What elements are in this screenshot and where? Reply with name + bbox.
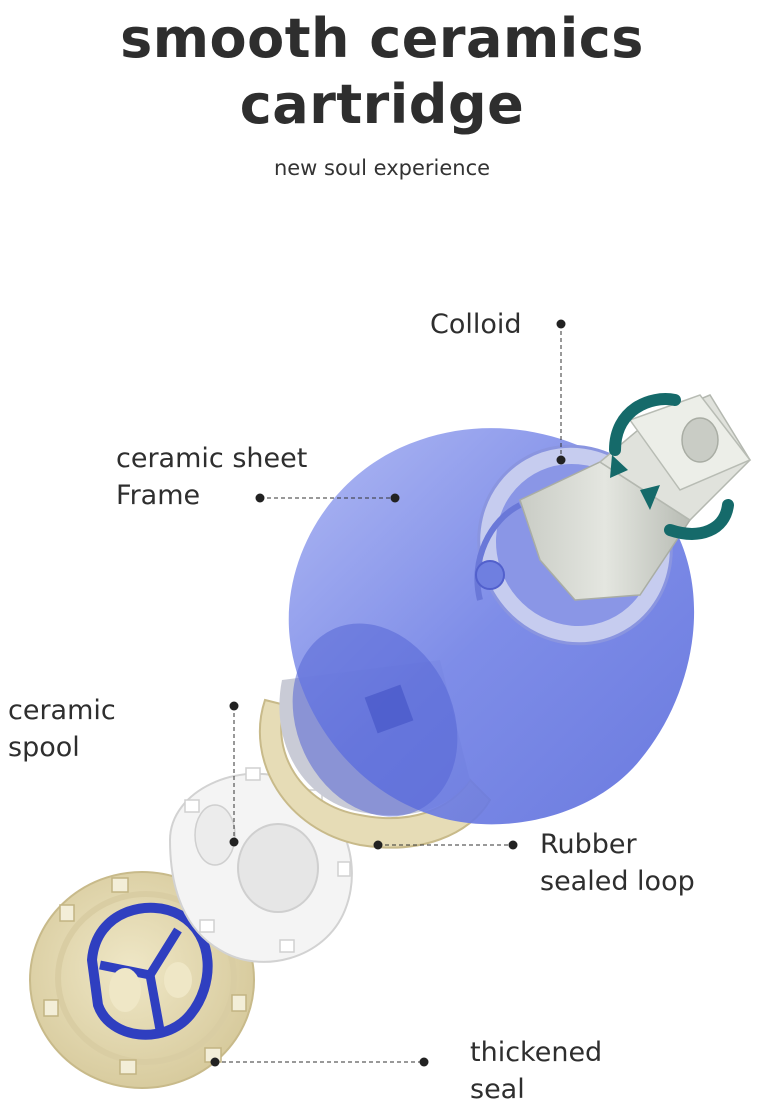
label-thickened-line-1: thickened (470, 1037, 603, 1068)
callout-dots (210, 319, 566, 1067)
label-ceramic-spool: ceramic spool (8, 692, 116, 766)
page-title: smooth ceramics cartridge (0, 6, 764, 138)
label-ceramic-sheet-frame: ceramic sheet Frame (116, 440, 307, 514)
label-ceramic-spool-line-2: spool (8, 732, 80, 763)
rotation-arrow-icon (609, 393, 734, 540)
label-rubber-sealed-loop: Rubber sealed loop (540, 826, 695, 900)
label-ceramic-sheet-line-2: Frame (116, 480, 201, 511)
title-line-1: smooth ceramics (120, 7, 644, 70)
label-rubber-line-1: Rubber (540, 829, 637, 860)
callout-lines (215, 324, 562, 1063)
label-ceramic-sheet-line-1: ceramic sheet (116, 443, 308, 474)
label-colloid: Colloid (430, 306, 522, 343)
title-line-2: cartridge (239, 73, 525, 136)
label-colloid-text: Colloid (430, 309, 522, 340)
label-thickened-line-2: seal (470, 1074, 525, 1105)
subtitle: new soul experience (273, 156, 491, 180)
label-thickened-seal: thickened seal (470, 1034, 602, 1108)
label-rubber-line-2: sealed loop (540, 866, 695, 897)
colloid-stem-part (519, 394, 752, 601)
label-ceramic-spool-line-1: ceramic (8, 695, 116, 726)
